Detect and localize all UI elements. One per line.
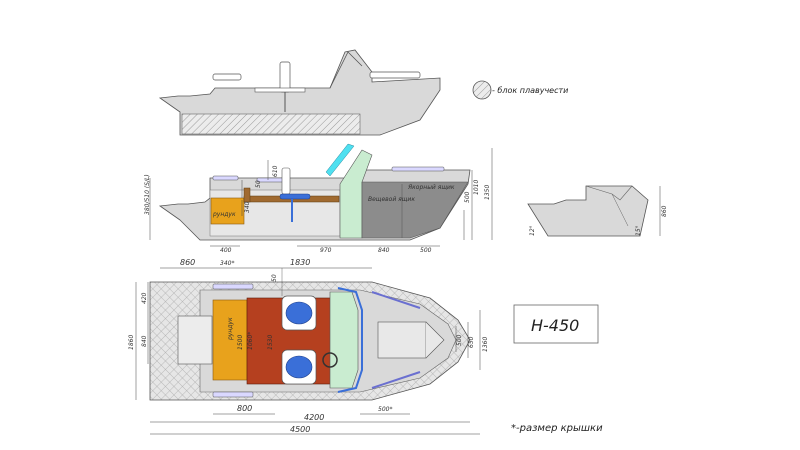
motor-well bbox=[177, 315, 213, 365]
flotation-label: - блок плавучести bbox=[492, 86, 568, 95]
plan-dim-500star: 500* bbox=[378, 406, 392, 413]
side-section-view: рундук Вещевой ящик Якорный ящик 380/510… bbox=[144, 143, 493, 254]
footnote: *-размер крышки bbox=[511, 423, 603, 434]
profile-view-top bbox=[158, 49, 441, 136]
stern-view: 860 12° 15° bbox=[527, 185, 668, 237]
side-dim-v5: 1010 bbox=[473, 180, 480, 195]
side-zone-gear: Вещевой ящик bbox=[368, 196, 415, 203]
plan-zone-locker: рундук bbox=[227, 317, 234, 341]
plan-dim-650: 650 bbox=[468, 336, 475, 348]
seat-left bbox=[285, 301, 313, 325]
side-dim-h2: 840 bbox=[378, 247, 390, 254]
plan-console bbox=[329, 291, 359, 389]
model-name: H-450 bbox=[531, 316, 579, 335]
steering-wheel bbox=[322, 352, 338, 368]
side-locker-zone bbox=[210, 197, 245, 225]
flotation-swatch bbox=[472, 80, 492, 100]
plan-dim-1530: 1530 bbox=[267, 335, 274, 350]
stern-dim-12: 12° bbox=[529, 225, 536, 236]
plan-dim-420: 420 bbox=[141, 292, 148, 304]
plan-dim-1830: 1830 bbox=[290, 258, 310, 267]
side-windshield bbox=[325, 143, 355, 177]
model-label-box: H-450 bbox=[513, 304, 599, 344]
side-seat bbox=[279, 193, 311, 200]
plan-dim-1060: 1060* bbox=[247, 332, 254, 350]
side-dim-v4: 500 bbox=[464, 191, 471, 203]
side-dim-v6: 1350 bbox=[484, 185, 491, 200]
bow-hatch bbox=[377, 321, 427, 359]
flotation-legend: - блок плавучести bbox=[472, 80, 568, 100]
plan-dim-1360: 1360 bbox=[482, 337, 489, 352]
side-dim-v3: 340 bbox=[244, 201, 251, 213]
plan-dim-840: 840 bbox=[141, 335, 148, 347]
stern-dim-15: 15° bbox=[635, 225, 642, 236]
plan-dim-800: 800 bbox=[237, 404, 252, 413]
plan-dim-340: 340* bbox=[220, 260, 234, 267]
side-dim-h3: 500 bbox=[420, 247, 432, 254]
side-dark-lockers bbox=[361, 181, 469, 239]
flotation-block-profile bbox=[181, 113, 361, 135]
side-dim-v1: 50 bbox=[255, 180, 262, 188]
plan-dim-1860: 1860 bbox=[128, 335, 135, 350]
plan-dim-4200: 4200 bbox=[304, 413, 324, 422]
seat-rail bbox=[212, 73, 242, 81]
plan-locker-zone bbox=[212, 299, 248, 381]
seat-right bbox=[285, 355, 313, 379]
side-zone-locker: рундук bbox=[212, 211, 236, 218]
side-dim-h1: 970 bbox=[320, 247, 332, 254]
stern-dim-860: 860 bbox=[661, 205, 668, 217]
plan-dim-860: 860 bbox=[180, 258, 195, 267]
side-dim-v2: 610 bbox=[272, 165, 279, 177]
plan-windshield bbox=[337, 287, 363, 393]
windshield-profile bbox=[329, 51, 363, 89]
plan-view: рундук 860 340* 1830 50 420 840 1860 500… bbox=[128, 258, 489, 435]
side-zone-anchor: Якорный ящик bbox=[407, 184, 455, 191]
driver-seat-back bbox=[279, 61, 291, 93]
plan-dim-500: 500 bbox=[456, 334, 463, 346]
side-dim-v0: 380/510 (S/L) bbox=[144, 174, 151, 215]
side-dim-h0: 400 bbox=[220, 247, 232, 254]
plan-dim-4500: 4500 bbox=[290, 425, 310, 434]
plan-dim-50: 50 bbox=[271, 274, 278, 282]
plan-dim-1500: 1500 bbox=[237, 335, 244, 350]
